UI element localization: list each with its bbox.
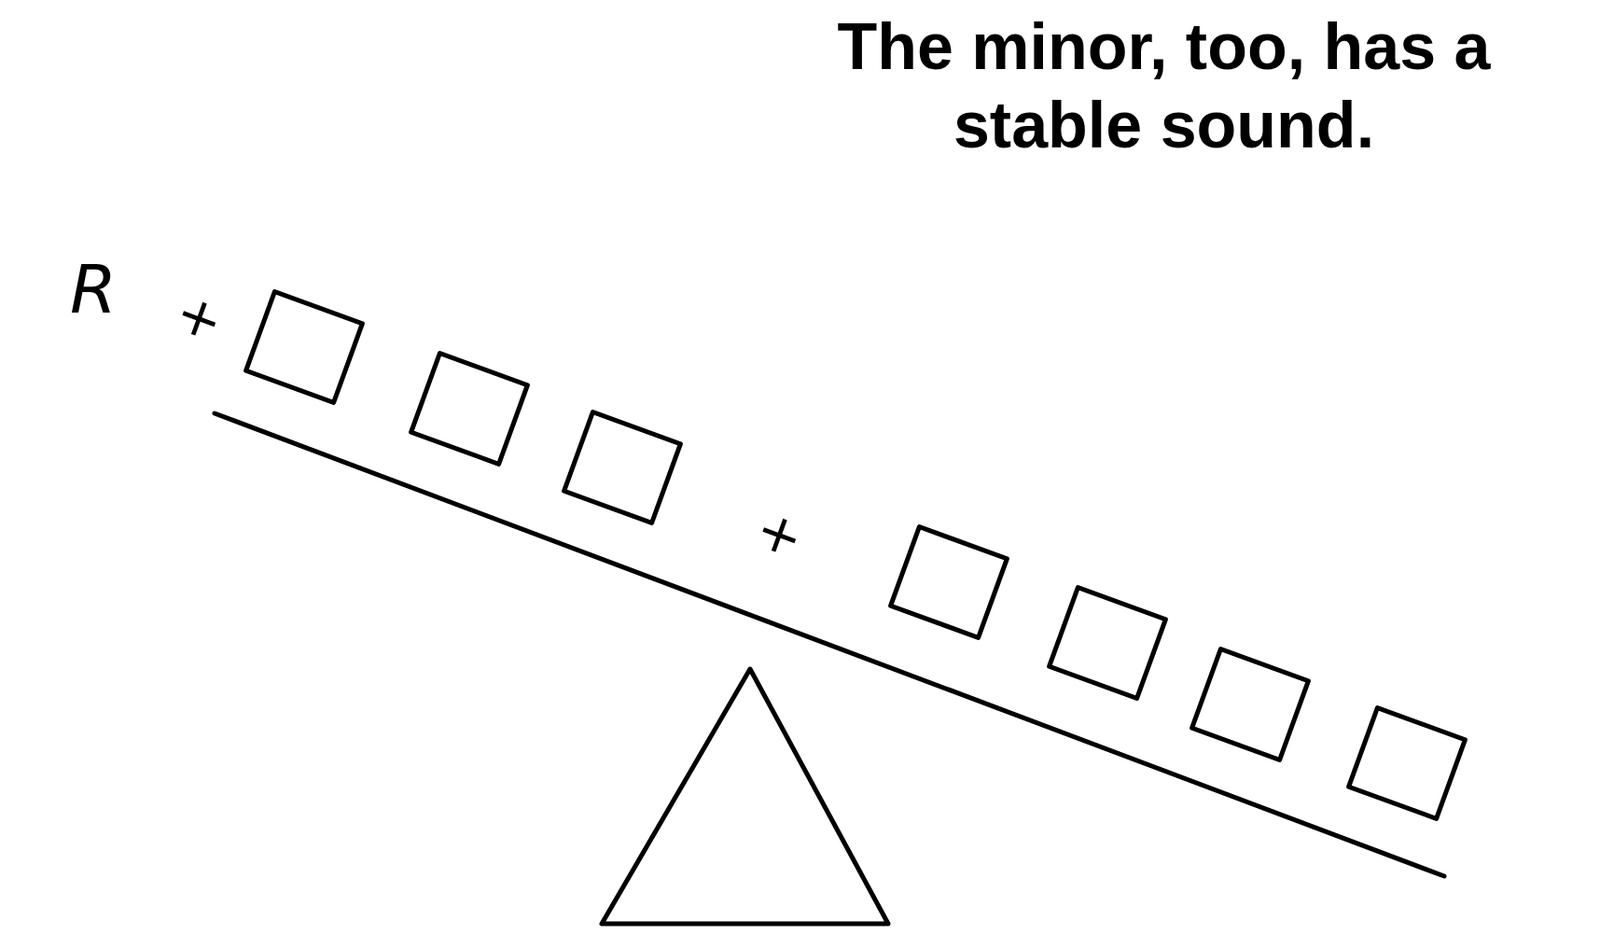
weight-square — [1049, 587, 1167, 699]
plus-sign: + — [168, 283, 231, 350]
weight-square — [411, 353, 529, 465]
seesaw-beam — [214, 413, 1445, 877]
weight-square — [246, 292, 363, 404]
weight-squares — [246, 292, 1466, 820]
fulcrum-triangle — [601, 668, 889, 924]
weight-square — [1192, 649, 1309, 761]
title: The minor, too, has a stable sound. — [737, 7, 1591, 165]
weight-square — [890, 527, 1008, 639]
root-label: R — [69, 255, 117, 323]
weight-square — [564, 412, 682, 524]
plus-sign: + — [749, 500, 811, 567]
weight-square — [1349, 708, 1466, 820]
